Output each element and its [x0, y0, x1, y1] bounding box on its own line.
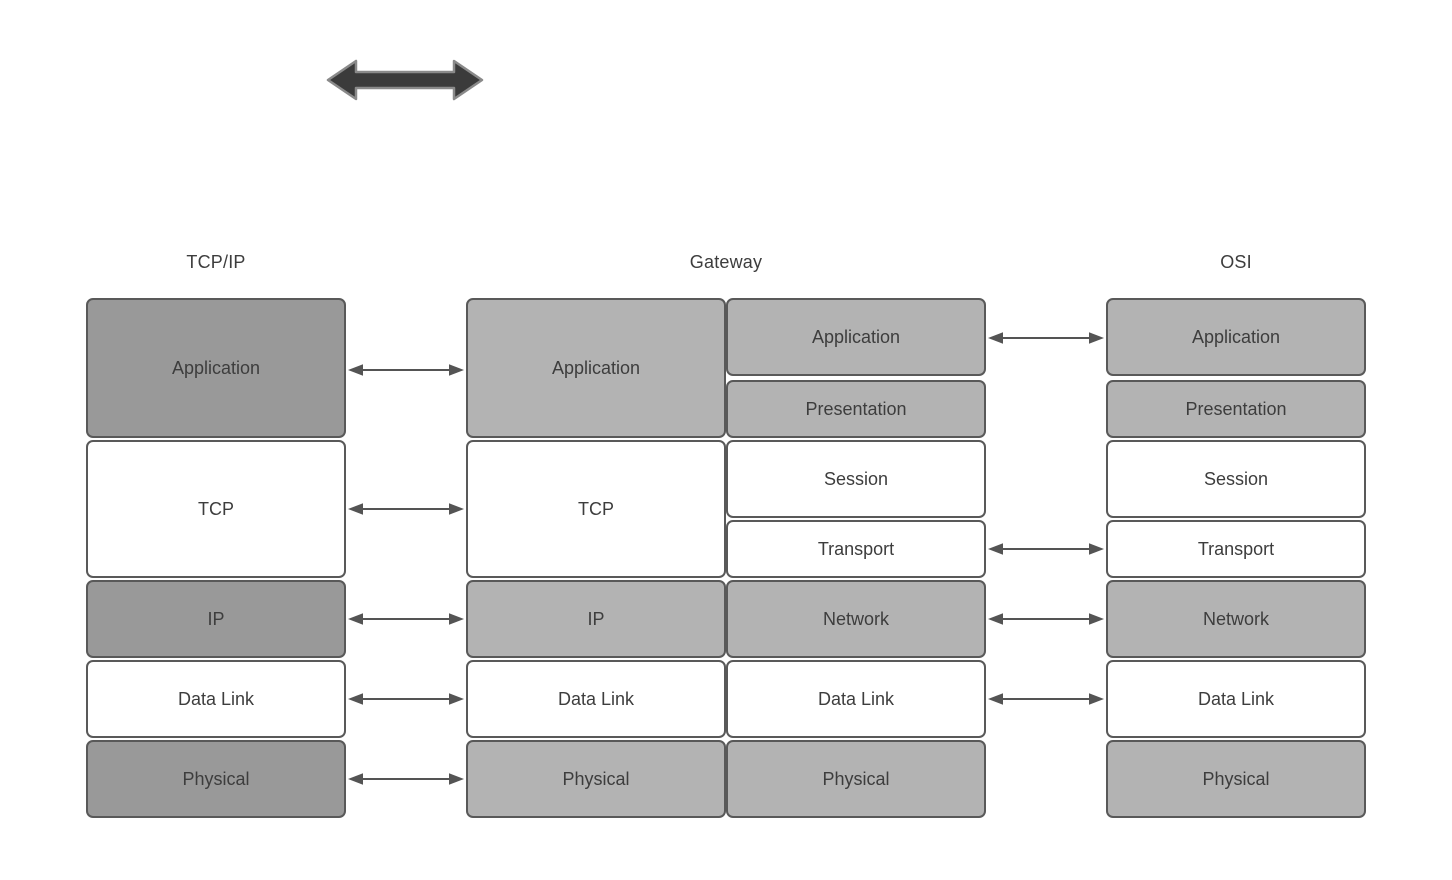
- link-arrow-tcpip-gateway-tcp-icon: [348, 502, 464, 516]
- tcpip-tcp-box: TCP: [86, 440, 346, 578]
- osi-datalink-box: Data Link: [1106, 660, 1366, 738]
- link-arrow-gateway-osi-datalink-icon: [988, 692, 1104, 706]
- osi-presentation-box: Presentation: [1106, 380, 1366, 438]
- tcpip-ip-box: IP: [86, 580, 346, 658]
- osi-physical-box: Physical: [1106, 740, 1366, 818]
- link-arrow-tcpip-gateway-datalink-icon: [348, 692, 464, 706]
- gateway-left-ip-box: IP: [466, 580, 726, 658]
- gateway-right-transport-box: Transport: [726, 520, 986, 578]
- gateway-right-physical-box: Physical: [726, 740, 986, 818]
- gateway-left-datalink-box: Data Link: [466, 660, 726, 738]
- tcpip-datalink-box: Data Link: [86, 660, 346, 738]
- gateway-right-presentation-box: Presentation: [726, 380, 986, 438]
- link-arrow-gateway-osi-application-icon: [988, 331, 1104, 345]
- osi-application-box: Application: [1106, 298, 1366, 376]
- gateway-column-title: Gateway: [689, 251, 763, 272]
- link-arrow-gateway-osi-transport-icon: [988, 542, 1104, 556]
- tcpip-application-box: Application: [86, 298, 346, 438]
- gateway-right-session-box: Session: [726, 440, 986, 518]
- link-arrow-tcpip-gateway-application-icon: [348, 363, 464, 377]
- link-arrow-tcpip-gateway-ip-icon: [348, 612, 464, 626]
- osi-transport-box: Transport: [1106, 520, 1366, 578]
- link-arrow-gateway-osi-network-icon: [988, 612, 1104, 626]
- osi-network-box: Network: [1106, 580, 1366, 658]
- osi-column-title: OSI: [1220, 251, 1252, 272]
- gateway-right-datalink-box: Data Link: [726, 660, 986, 738]
- gateway-left-physical-box: Physical: [466, 740, 726, 818]
- tcpip-physical-box: Physical: [86, 740, 346, 818]
- osi-session-box: Session: [1106, 440, 1366, 518]
- gateway-right-application-box: Application: [726, 298, 986, 376]
- gateway-left-tcp-box: TCP: [466, 440, 726, 578]
- thick-double-arrow-icon: [325, 58, 485, 102]
- tcpip-column-title: TCP/IP: [186, 251, 246, 272]
- gateway-left-application-box: Application: [466, 298, 726, 438]
- gateway-right-network-box: Network: [726, 580, 986, 658]
- link-arrow-tcpip-gateway-physical-icon: [348, 772, 464, 786]
